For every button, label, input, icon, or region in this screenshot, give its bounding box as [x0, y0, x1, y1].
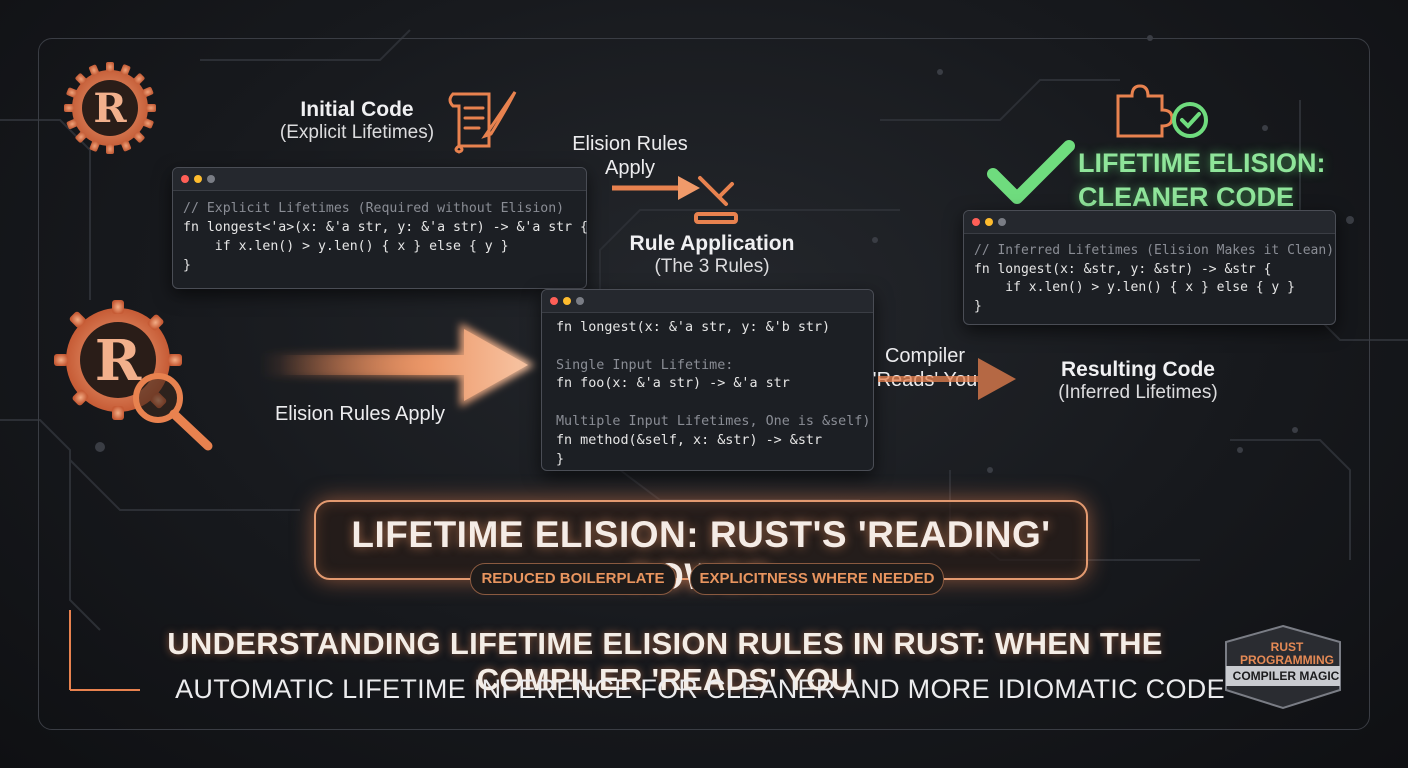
maximize-dot-icon — [207, 175, 215, 183]
code-comment: // Explicit Lifetimes (Required without … — [183, 201, 565, 216]
code-line: } — [556, 451, 565, 467]
initial-code-subtitle: (Explicit Lifetimes) — [279, 122, 435, 143]
arrow-large-icon — [260, 323, 535, 407]
rule-application-title: Rule Application — [629, 232, 795, 255]
code-line: if x.len() > y.len() { x } else { y } — [183, 239, 509, 254]
outer-frame — [38, 38, 1370, 730]
green-title-line1: LIFETIME ELISION: — [1078, 148, 1326, 178]
arrow-small-icon — [612, 176, 700, 200]
window-titlebar — [542, 290, 873, 313]
maximize-dot-icon — [998, 218, 1006, 226]
gavel-icon — [694, 176, 738, 224]
resulting-code-subtitle: (Inferred Lifetimes) — [1058, 382, 1218, 403]
puzzle-check-icon — [1116, 84, 1208, 138]
resulting-code-title: Resulting Code — [1060, 358, 1215, 381]
code-comment: Single Input Lifetime: — [556, 357, 734, 373]
elision-apply-top-label: Elision Rules Apply — [570, 132, 690, 180]
initial-code-label: Initial Code (Explicit Lifetimes) — [262, 98, 452, 144]
rust-logo-icon: R — [54, 300, 213, 451]
scroll-quill-icon — [448, 91, 517, 154]
minimize-dot-icon — [563, 297, 571, 305]
headline: UNDERSTANDING LIFETIME ELISION RULES IN … — [167, 626, 1163, 697]
rule-application-label: Rule Application (The 3 Rules) — [628, 232, 796, 278]
checkmark-icon — [987, 140, 1075, 204]
resulting-code-label: Resulting Code (Inferred Lifetimes) — [1050, 358, 1226, 404]
code-comment: // Inferred Lifetimes (Elision Makes it … — [974, 243, 1335, 258]
badge-line1: RUST — [1270, 640, 1304, 654]
rust-badge-icon — [1225, 624, 1341, 710]
code-line: fn method(&self, x: &str) -> &str — [556, 432, 823, 448]
code-line: } — [183, 258, 191, 273]
code-comment: Multiple Input Lifetimes, One is &self) — [556, 413, 871, 429]
code-window-inferred: // Inferred Lifetimes (Elision Makes it … — [963, 210, 1336, 325]
pill-explicitness: EXPLICITNESS WHERE NEEDED — [690, 563, 944, 595]
close-dot-icon — [972, 218, 980, 226]
badge-line2: PROGRAMMING — [1240, 653, 1334, 667]
code-window-rules: fn longest(x: &'a str, y: &'b str) Singl… — [541, 289, 874, 471]
code-window-explicit: // Explicit Lifetimes (Required without … — [172, 167, 588, 289]
code-line: fn foo(x: &'a str) -> &'a str — [556, 376, 790, 392]
window-titlebar — [964, 211, 1335, 234]
rust-logo-letter: R — [93, 85, 127, 132]
pill-reduced-boilerplate: REDUCED BOILERPLATE — [470, 563, 676, 595]
minimize-dot-icon — [194, 175, 202, 183]
magnifier-icon — [133, 373, 213, 451]
arrow-medium-icon — [878, 358, 1016, 400]
rule-application-subtitle: (The 3 Rules) — [654, 256, 770, 277]
elision-apply-left-label: Elision Rules Apply — [274, 403, 446, 425]
close-dot-icon — [181, 175, 189, 183]
window-titlebar — [173, 168, 586, 191]
subline: AUTOMATIC LIFETIME INFERENCE FOR CLEANER… — [175, 674, 1225, 704]
badge-line3: COMPILER MAGIC — [1232, 669, 1340, 683]
green-title: LIFETIME ELISION: CLEANER CODE — [1078, 146, 1326, 214]
rust-logo-letter: R — [95, 328, 142, 394]
minimize-dot-icon — [985, 218, 993, 226]
maximize-dot-icon — [576, 297, 584, 305]
code-line: fn longest<'a>(x: &'a str, y: &'a str) -… — [183, 220, 588, 235]
code-line: fn longest(x: &'a str, y: &'b str) — [556, 320, 831, 335]
green-title-line2: CLEANER CODE — [1078, 182, 1295, 212]
close-dot-icon — [550, 297, 558, 305]
code-line: if x.len() > y.len() { x } else { y } — [974, 280, 1295, 295]
elision-apply-top-line1: Elision Rules — [572, 133, 688, 155]
code-line: fn longest(x: &str, y: &str) -> &str { — [974, 261, 1272, 277]
initial-code-title: Initial Code — [300, 98, 414, 121]
compiler-reads-line1: Compiler — [884, 345, 966, 367]
code-line: } — [974, 298, 982, 314]
rust-logo-icon: R — [64, 62, 156, 154]
elision-apply-top-line2: Apply — [604, 157, 656, 179]
